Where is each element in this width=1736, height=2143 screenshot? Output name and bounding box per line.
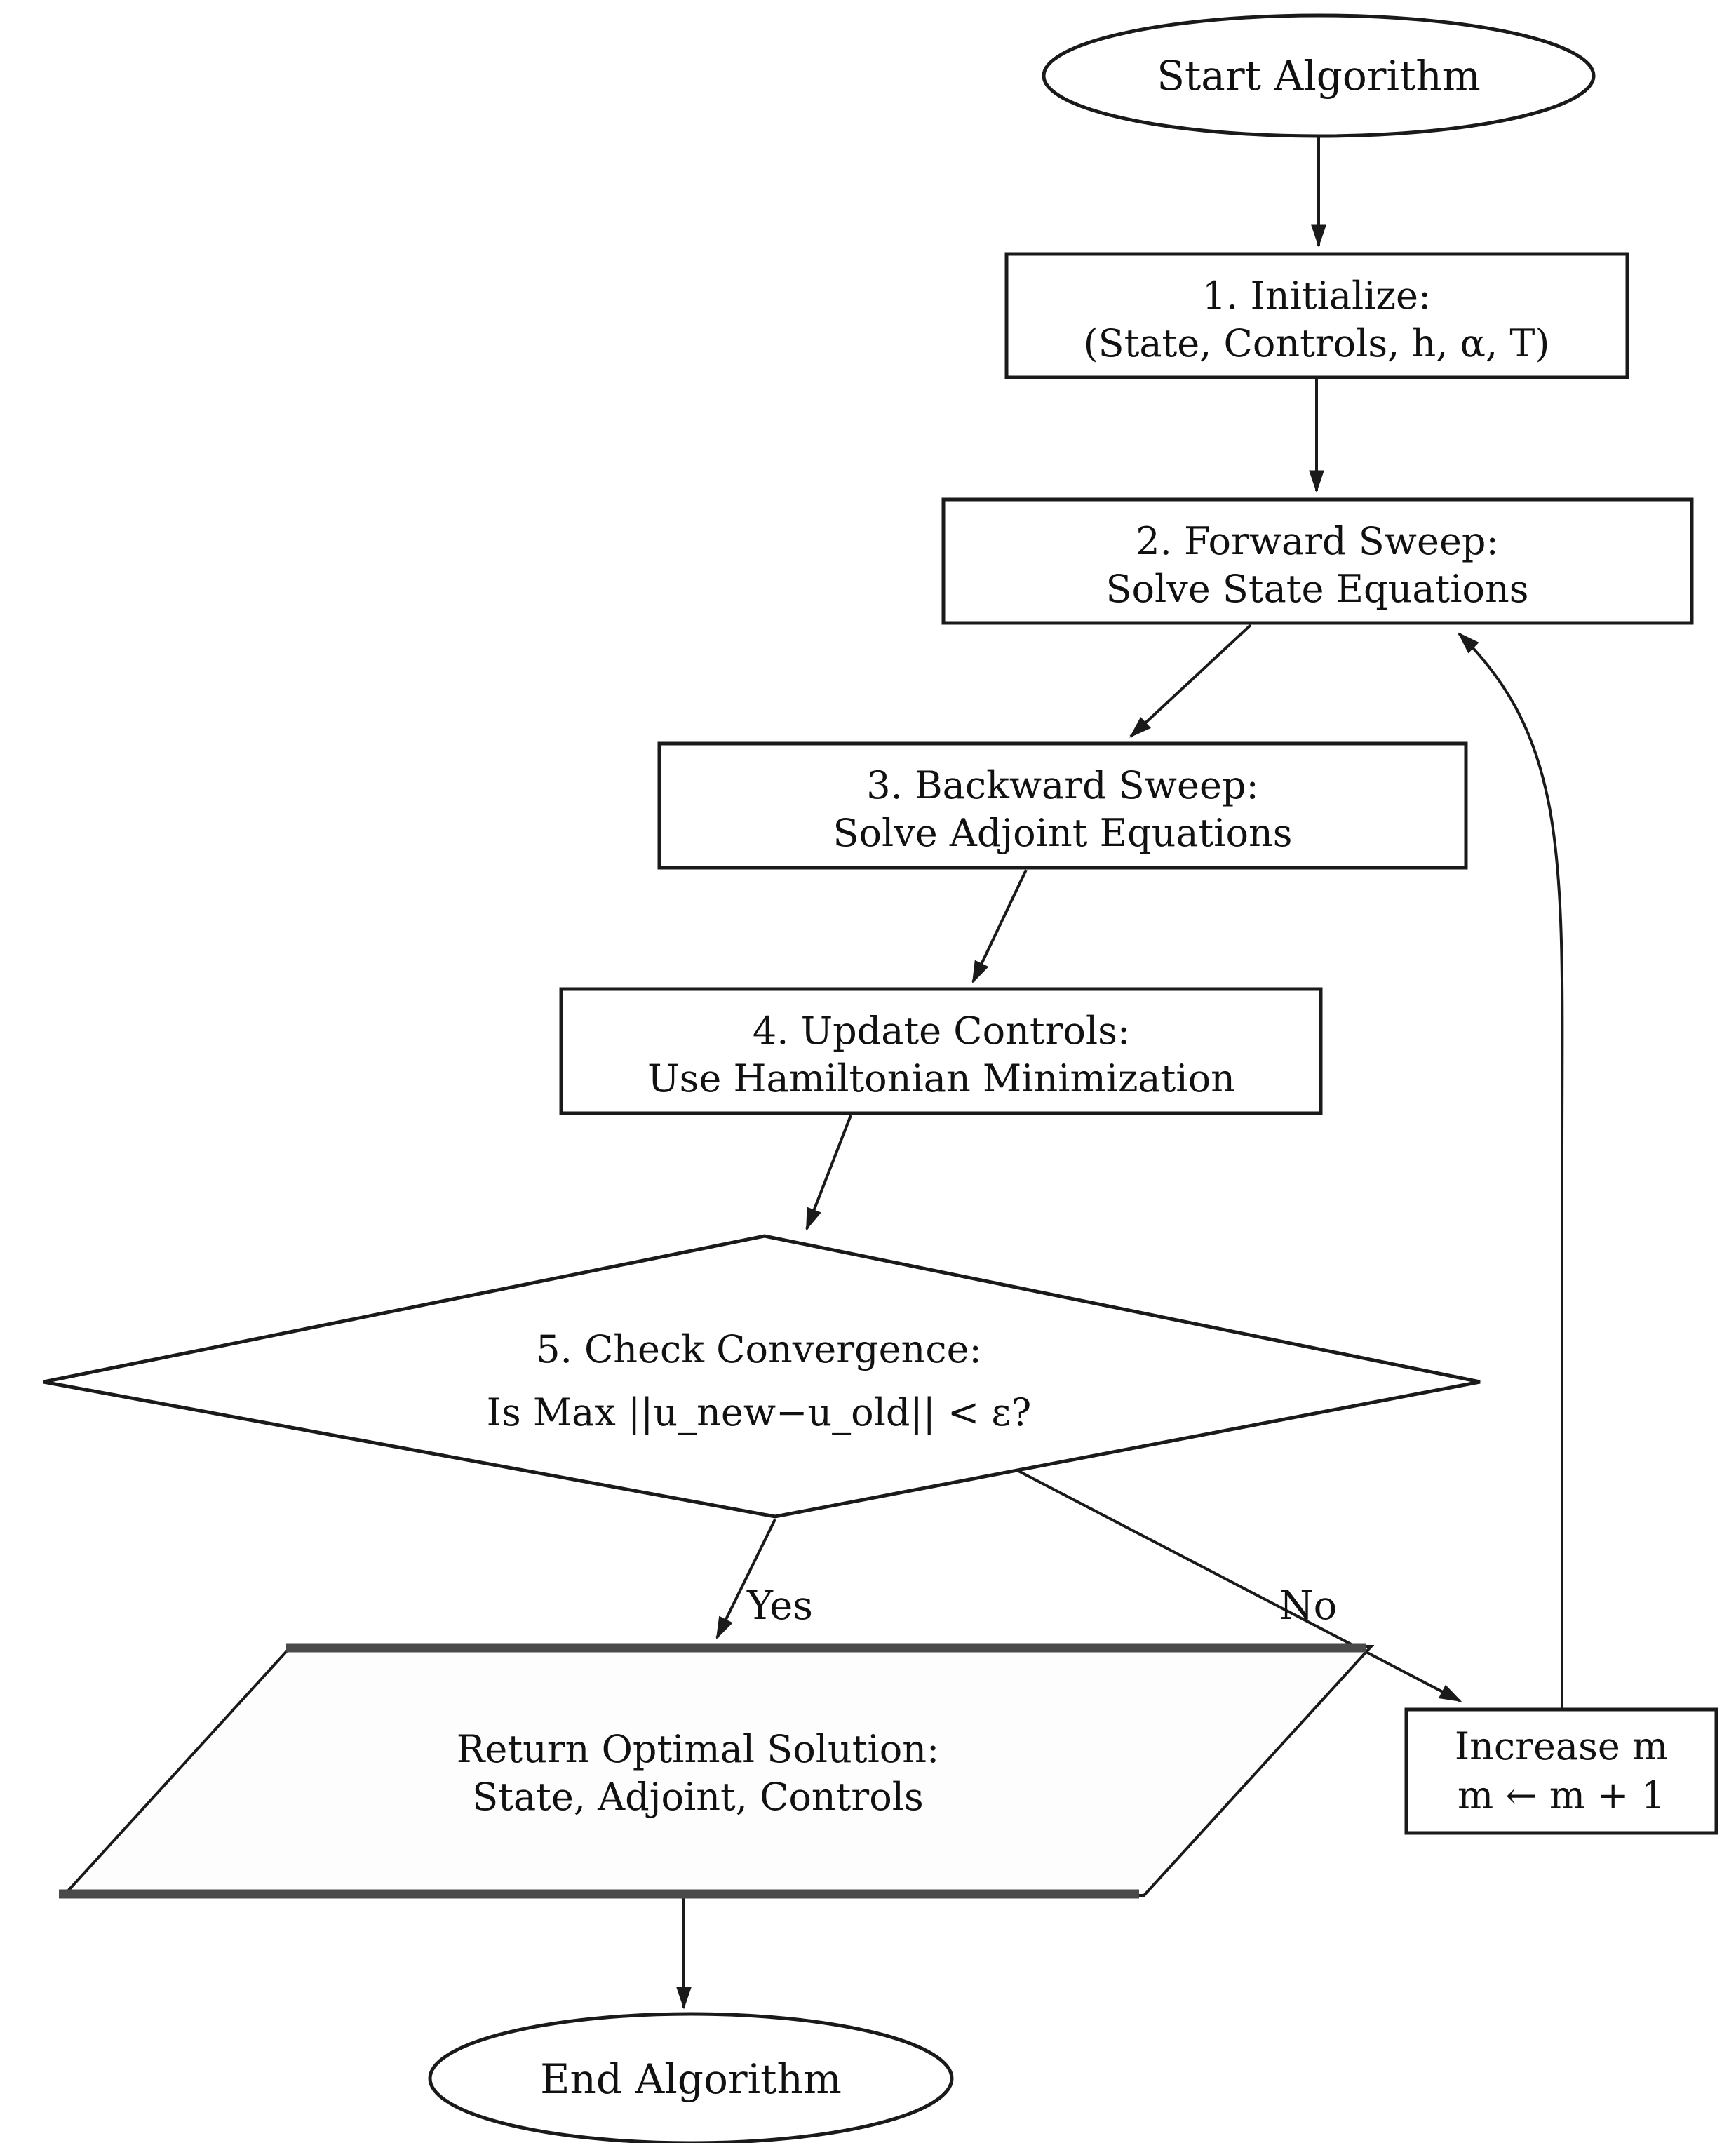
check-convergence-line2: Is Max ||u_new−u_old|| < ε? (487, 1390, 1032, 1435)
initialize-line2: (State, Controls, h, α, T) (1084, 321, 1550, 365)
check-convergence-node (43, 1234, 1481, 1519)
edge-decision-no-to-increase (1016, 1469, 1462, 1702)
update-controls-line1: 4. Update Controls: (753, 1009, 1130, 1053)
forward-sweep-line2: Solve State Equations (1105, 567, 1528, 611)
update-controls-node (559, 987, 1323, 1115)
edge-label-yes: Yes (746, 1583, 813, 1629)
backward-sweep-line1: 3. Backward Sweep: (866, 763, 1258, 807)
edge-backward-to-update (971, 869, 1028, 984)
edge-label-no: No (1279, 1583, 1338, 1629)
start-node (1042, 13, 1596, 138)
initialize-line1: 1. Initialize: (1202, 274, 1431, 318)
end-node-label: End Algorithm (540, 2055, 842, 2103)
backward-sweep-node (657, 741, 1468, 870)
edge-increase-feedback-to-forward (1458, 632, 1564, 1709)
initialize-node (1004, 252, 1629, 379)
increase-m-line2: m ← m + 1 (1458, 1773, 1665, 1818)
return-solution-line1: Return Optimal Solution: (457, 1727, 940, 1771)
edge-forward-to-backward (1129, 624, 1252, 738)
update-controls-line2: Use Hamiltonian Minimization (647, 1056, 1235, 1101)
return-solution-line2: State, Adjoint, Controls (472, 1775, 923, 1819)
backward-sweep-line2: Solve Adjoint Equations (833, 811, 1292, 855)
forward-sweep-line1: 2. Forward Sweep: (1136, 519, 1498, 563)
increase-m-line1: Increase m (1455, 1724, 1668, 1768)
start-node-label: Start Algorithm (1157, 52, 1481, 100)
increase-m-node (1404, 1707, 1718, 1835)
end-node (428, 2012, 954, 2143)
edge-update-to-decision (805, 1115, 852, 1231)
forward-sweep-node (941, 497, 1694, 625)
edge-decision-yes-to-return (715, 1519, 776, 1640)
check-convergence-line1: 5. Check Convergence: (536, 1327, 981, 1371)
